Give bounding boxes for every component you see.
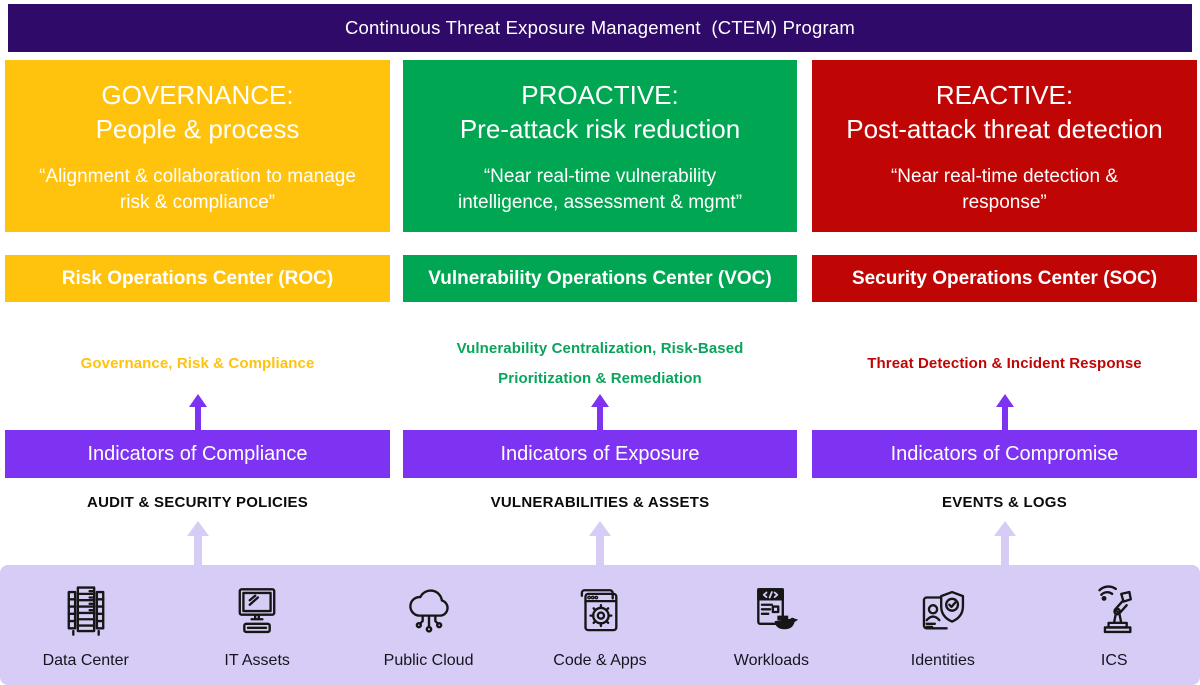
pillar-proactive: PROACTIVE: Pre-attack risk reduction “Ne…: [403, 0, 797, 565]
title-banner: Continuous Threat Exposure Management (C…: [8, 4, 1192, 52]
asset-label: IT Assets: [224, 652, 290, 669]
voc-box: Vulnerability Operations Center (VOC): [403, 255, 797, 302]
governance-subtitle: People & process: [95, 114, 300, 145]
soc-label: Security Operations Center (SOC): [851, 267, 1158, 289]
indicators-of-exposure-box: Indicators of Exposure: [403, 430, 797, 478]
asset-workloads: Workloads: [686, 565, 857, 685]
roc-box: Risk Operations Center (ROC): [5, 255, 390, 302]
asset-public-cloud: Public Cloud: [343, 565, 514, 685]
up-arrow-icon: [994, 394, 1016, 431]
up-arrow-icon: [589, 394, 611, 431]
soc-box: Security Operations Center (SOC): [812, 255, 1197, 302]
data-center-icon: [57, 581, 115, 643]
code-apps-icon: [571, 581, 629, 643]
reactive-title: REACTIVE:: [935, 80, 1074, 110]
asset-code-apps: Code & Apps: [514, 565, 685, 685]
roc-label: Risk Operations Center (ROC): [61, 267, 334, 289]
governance-title: GOVERNANCE:: [101, 80, 294, 110]
asset-label: Workloads: [733, 652, 810, 669]
asset-label: Identities: [910, 652, 975, 669]
up-arrow-icon: [187, 394, 209, 431]
pillar-reactive: REACTIVE: Post-attack threat detection “…: [812, 0, 1197, 565]
asset-sources-bar: Data Center IT Assets: [0, 565, 1200, 685]
it-assets-icon: [228, 581, 286, 643]
asset-data-center: Data Center: [0, 565, 171, 685]
reactive-quote: “Near real-time detection & response”: [890, 165, 1119, 213]
reactive-subtitle: Post-attack threat detection: [846, 114, 1163, 145]
proactive-quote: “Near real-time vulnerability intelligen…: [457, 165, 743, 213]
identities-icon: [914, 581, 972, 643]
indicators-of-compromise-label: Indicators of Compromise: [890, 442, 1119, 465]
voc-label: Vulnerability Operations Center (VOC): [428, 267, 772, 289]
governance-heading: GOVERNANCE: People & process: [5, 78, 390, 147]
up-arrow-lavender-icon: [184, 521, 212, 565]
asset-label: Data Center: [42, 652, 129, 669]
indicators-of-compliance-label: Indicators of Compliance: [87, 442, 308, 465]
pillar-governance: GOVERNANCE: People & process “Alignment …: [5, 0, 390, 565]
up-arrow-lavender-icon: [586, 521, 614, 565]
workloads-icon: [742, 581, 800, 643]
asset-label: Public Cloud: [383, 652, 474, 669]
ics-icon: [1085, 581, 1143, 643]
asset-label: ICS: [1100, 652, 1128, 669]
events-logs-label: EVENTS & LOGS: [942, 494, 1067, 511]
proactive-box: PROACTIVE: Pre-attack risk reduction “Ne…: [403, 60, 797, 232]
asset-ics: ICS: [1029, 565, 1200, 685]
up-arrow-lavender-icon: [991, 521, 1019, 565]
proactive-subtitle: Pre-attack risk reduction: [459, 114, 741, 145]
reactive-heading: REACTIVE: Post-attack threat detection: [812, 78, 1197, 147]
threat-detection-function-label: Threat Detection & Incident Response: [867, 355, 1142, 372]
indicators-of-exposure-label: Indicators of Exposure: [500, 442, 700, 465]
grc-function-label: Governance, Risk & Compliance: [80, 355, 315, 372]
indicators-of-compliance-box: Indicators of Compliance: [5, 430, 390, 478]
proactive-title: PROACTIVE:: [521, 80, 679, 110]
asset-label: Code & Apps: [553, 652, 647, 669]
indicators-of-compromise-box: Indicators of Compromise: [812, 430, 1197, 478]
asset-identities: Identities: [857, 565, 1028, 685]
governance-quote: “Alignment & collaboration to manage ris…: [39, 165, 356, 213]
audit-security-policies-label: AUDIT & SECURITY POLICIES: [87, 494, 308, 511]
public-cloud-icon: [400, 581, 458, 643]
proactive-heading: PROACTIVE: Pre-attack risk reduction: [403, 78, 797, 147]
vulnerability-function-label: Vulnerability Centralization, Risk-Based…: [456, 340, 744, 387]
vulnerabilities-assets-label: VULNERABILITIES & ASSETS: [490, 494, 710, 511]
page-title: Continuous Threat Exposure Management (C…: [345, 17, 855, 38]
reactive-box: REACTIVE: Post-attack threat detection “…: [812, 60, 1197, 232]
asset-it-assets: IT Assets: [171, 565, 342, 685]
governance-box: GOVERNANCE: People & process “Alignment …: [5, 60, 390, 232]
